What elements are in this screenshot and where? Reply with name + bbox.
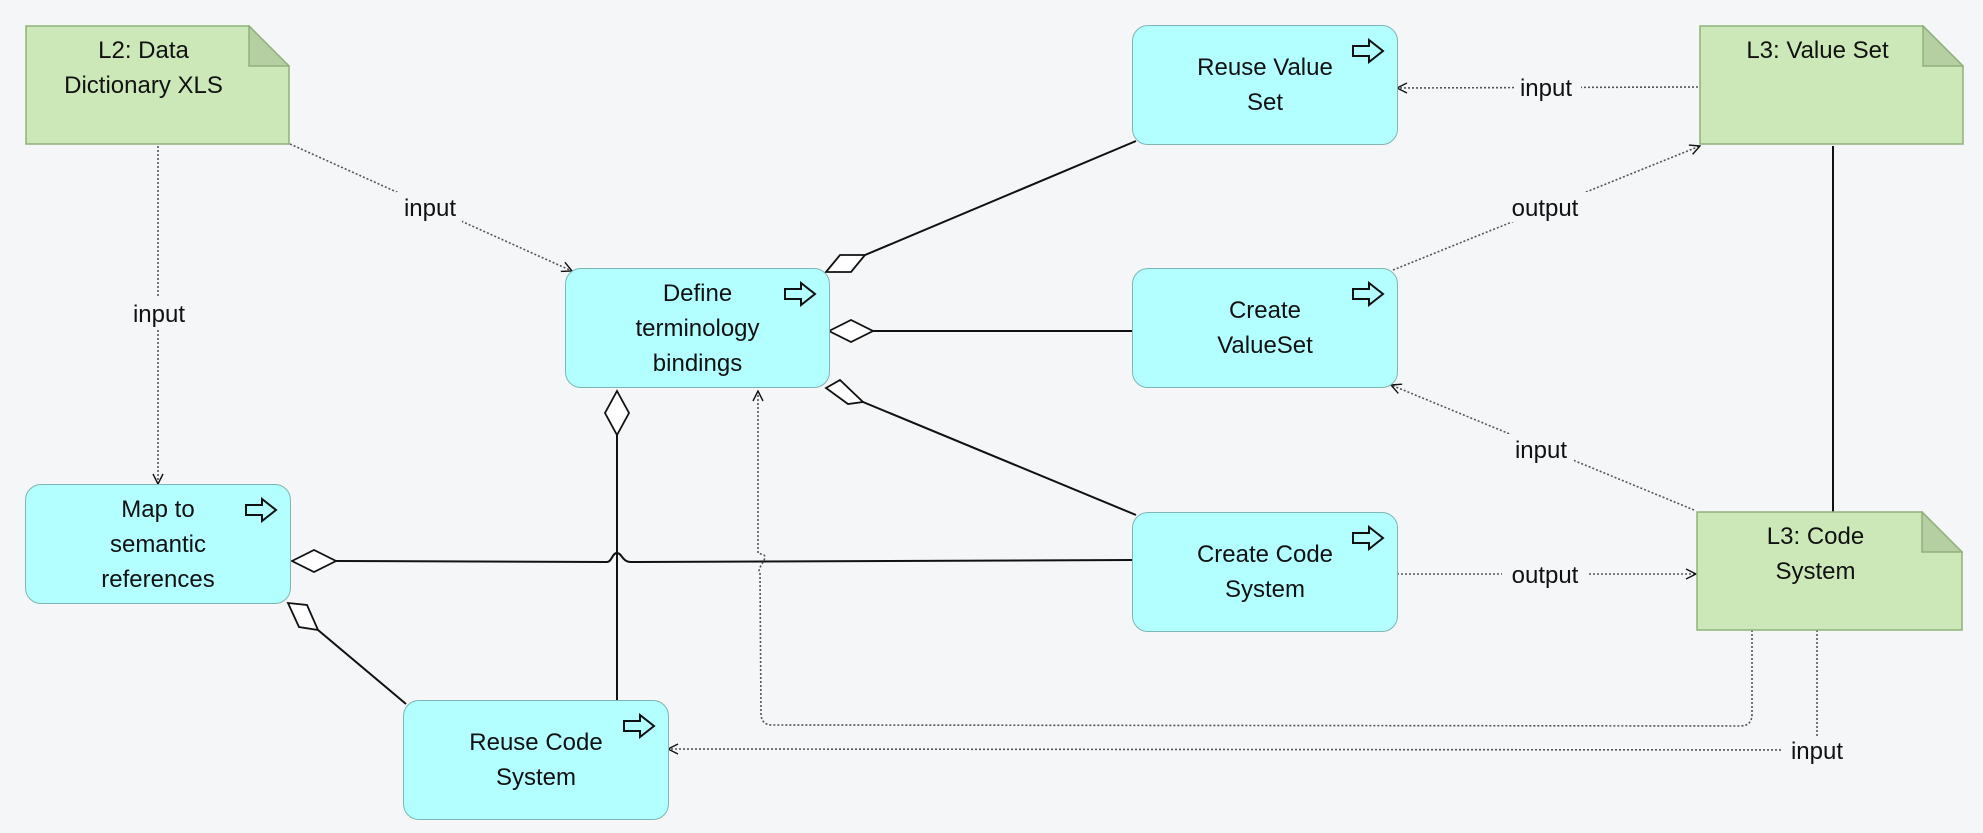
aggregation-diamond (286, 601, 320, 632)
process-label: Define terminology bindings (635, 279, 760, 377)
process-label: Reuse Code System (469, 729, 603, 791)
aggregation-reuse-codesystem-map[interactable] (317, 629, 407, 705)
process-create-valueset[interactable]: Create ValueSet (1132, 268, 1398, 388)
process-label: Reuse Value Set (1197, 54, 1333, 116)
flow-l2-to-define[interactable] (289, 143, 572, 271)
process-arrow-icon (1352, 525, 1385, 551)
process-reuse-value-set[interactable]: Reuse Value Set (1132, 25, 1398, 145)
artifact-shape (1696, 511, 1963, 631)
edge-label: output (1512, 562, 1579, 589)
artifact-shape (25, 25, 290, 145)
process-define-terminology-bindings[interactable]: Define terminology bindings (565, 268, 830, 388)
artifact-label: L3: Value Set (1746, 37, 1889, 64)
process-arrow-icon (623, 713, 656, 739)
aggregation-diamond (826, 318, 876, 344)
aggregation-diamond (824, 378, 865, 405)
process-create-code-system[interactable]: Create Code System (1132, 512, 1398, 632)
edge-label: output (1512, 195, 1579, 222)
edge-label: input (1520, 75, 1572, 102)
aggregation-diamond (603, 389, 631, 437)
artifact-shape (1699, 25, 1964, 145)
aggregation-create-codesystem-define[interactable] (862, 401, 1137, 516)
aggregation-reuse-valueset-define[interactable] (864, 140, 1137, 256)
process-label: Create Code System (1196, 541, 1334, 603)
artifact-label: L2: Data Dictionary XLS (64, 37, 223, 99)
process-arrow-icon (1352, 38, 1385, 64)
edge-label: input (404, 195, 456, 222)
process-arrow-icon (784, 281, 817, 307)
artifact-l3-code-system[interactable]: L3: Code System (1696, 511, 1963, 631)
edge-label: input (1515, 437, 1567, 464)
aggregation-diamond (289, 548, 339, 574)
process-reuse-code-system[interactable]: Reuse Code System (403, 700, 669, 820)
artifact-label: L3: Code System (1766, 523, 1865, 585)
flow-codesystem-to-create-valueset[interactable] (1391, 385, 1695, 511)
process-arrow-icon (245, 497, 278, 523)
edge-label: input (133, 301, 185, 328)
aggregation-create-codesystem-map[interactable] (335, 551, 1133, 564)
edge-label: input (1791, 738, 1843, 765)
process-map-to-semantic-references[interactable]: Map to semantic references (25, 484, 291, 604)
artifact-l3-value-set[interactable]: L3: Value Set (1699, 25, 1964, 145)
process-label: Create ValueSet (1217, 297, 1313, 359)
process-label: Map to semantic references (101, 495, 215, 593)
process-arrow-icon (1352, 281, 1385, 307)
flow-codesystem-to-reuse-codesystem[interactable] (668, 630, 1818, 750)
artifact-l2-data-dictionary[interactable]: L2: Data Dictionary XLS (25, 25, 290, 145)
aggregation-diamond (824, 254, 867, 273)
flow-codesystem-to-define[interactable] (758, 391, 1753, 727)
